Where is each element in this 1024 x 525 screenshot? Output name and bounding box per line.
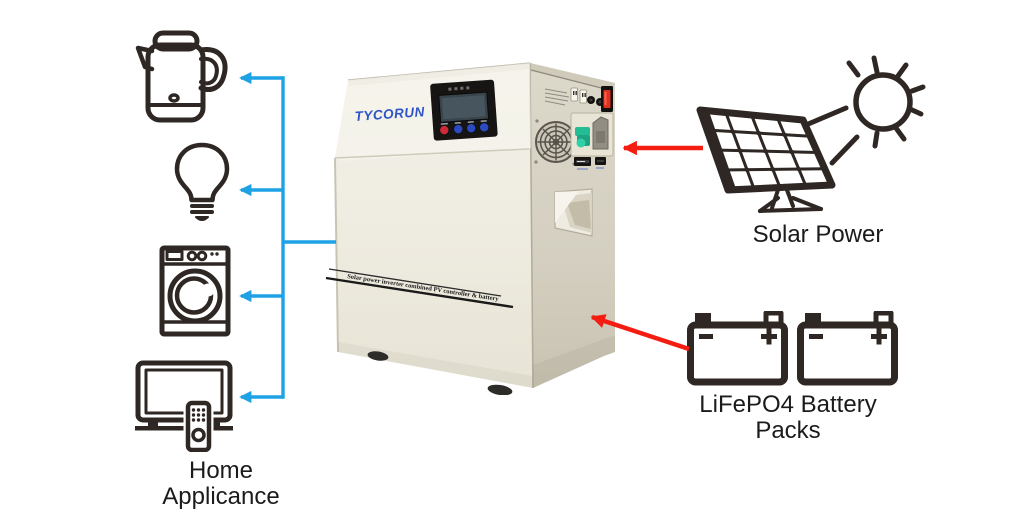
breaker-connector	[592, 116, 609, 150]
spec-text-block	[544, 88, 570, 106]
display-button-blue-3	[479, 122, 490, 133]
ac-outlets	[570, 87, 587, 104]
red-arrow-group	[590, 140, 703, 352]
tycorun-logo-text: TYCORUN	[354, 104, 425, 124]
fan-grille	[534, 119, 577, 166]
terminal-recess-panel	[570, 112, 614, 157]
power-switch	[601, 86, 613, 112]
inverter-top-edge	[530, 63, 615, 90]
handle-cutout	[554, 188, 593, 237]
inverter-foot	[487, 384, 513, 395]
solar-panel-sun-group	[696, 55, 926, 213]
light-bulb-icon	[174, 142, 230, 221]
green-terminal	[575, 127, 590, 148]
panel-stand	[758, 188, 823, 213]
battery-packs-label: LiFePO4 Battery Packs	[699, 391, 877, 445]
remote-control-icon	[183, 398, 214, 452]
inverter-unit: TYCORUN Solar power inverter combined PV…	[325, 62, 615, 395]
home-appliance-label: Home Applicance	[162, 457, 280, 511]
display-button-blue-2	[466, 123, 477, 134]
red-arrow-battery-to-inverter	[590, 314, 690, 352]
output-ports	[574, 157, 606, 170]
blue-connector-group	[239, 71, 336, 404]
inverter-foot	[367, 351, 389, 361]
solar-power-label: Solar Power	[752, 221, 884, 248]
solar-panel-icon	[696, 106, 836, 213]
display-button-blue-1	[453, 124, 464, 135]
washing-machine-icon	[159, 245, 231, 337]
inverter-display-panel	[430, 79, 498, 141]
sun-icon	[791, 55, 926, 166]
battery-icon-1	[687, 311, 788, 386]
tv-remote-icon	[135, 360, 233, 452]
display-button-red	[439, 125, 450, 136]
battery-icon-2	[797, 311, 898, 386]
kettle-icon	[135, 30, 228, 123]
